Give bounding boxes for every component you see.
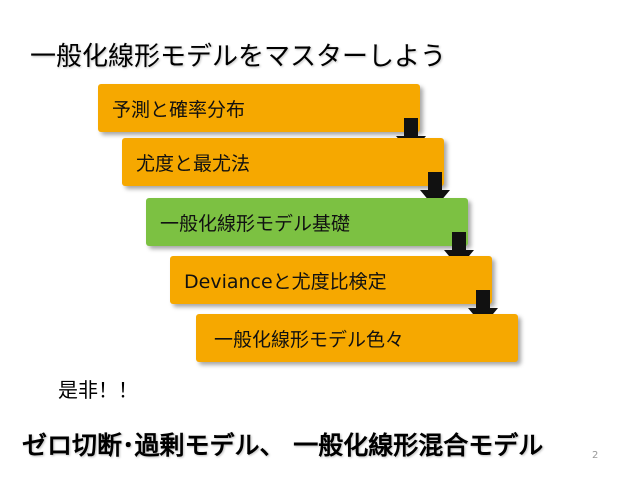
step-label: Devianceと尤度比検定	[184, 270, 387, 293]
step-label: 一般化線形モデル色々	[214, 328, 405, 351]
step-label: 予測と確率分布	[112, 98, 246, 121]
slide-title: 一般化線形モデルをマスターしよう	[30, 42, 447, 72]
bottom-headline: ゼロ切断･過剰モデル、 一般化線形混合モデル	[22, 431, 544, 460]
step-likelihood: 尤度と最尤法	[122, 138, 444, 186]
step-glm-basics: 一般化線形モデル基礎	[146, 198, 468, 246]
step-prediction-distribution: 予測と確率分布	[98, 84, 420, 132]
step-label: 一般化線形モデル基礎	[160, 212, 351, 235]
step-deviance: Devianceと尤度比検定	[170, 256, 492, 304]
step-label: 尤度と最尤法	[136, 152, 251, 175]
step-glm-variants: 一般化線形モデル色々	[196, 314, 518, 362]
note-text: 是非！！	[58, 378, 138, 402]
page-number: 2	[592, 450, 599, 461]
